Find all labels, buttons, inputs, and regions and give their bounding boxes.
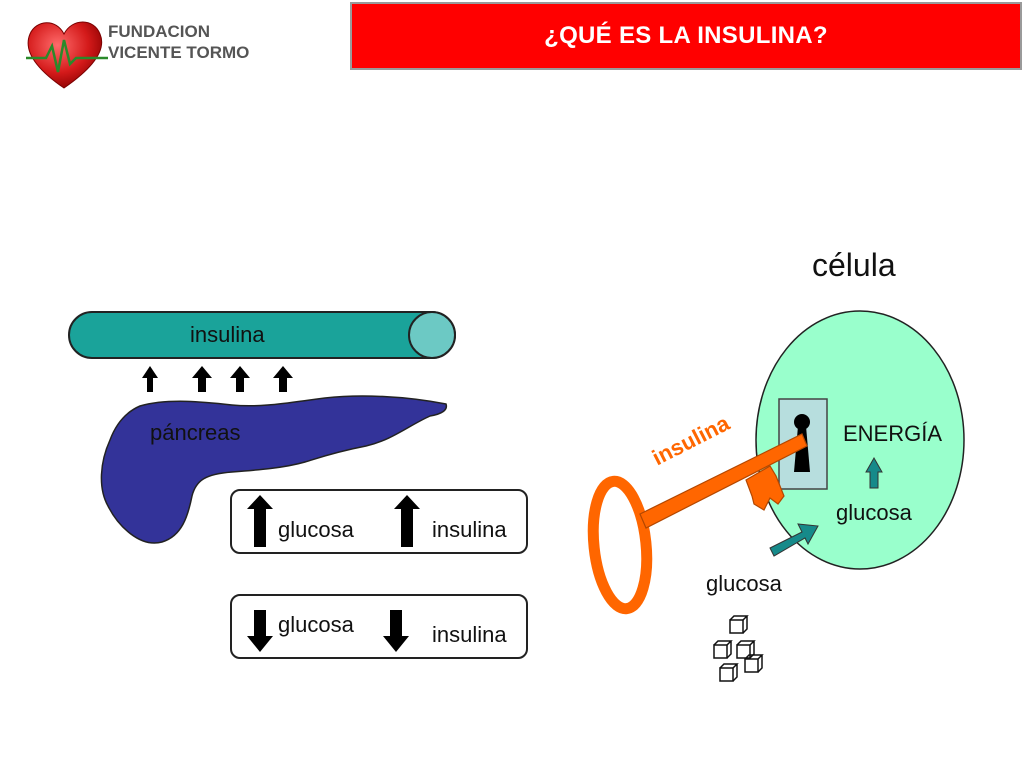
glucose-inside-label: glucosa: [836, 500, 912, 525]
up-arrow-icon: [247, 495, 273, 547]
up-arrow-icon: [394, 495, 420, 547]
glucose-outside-label: glucosa: [706, 571, 782, 596]
logo-line-2: VICENTE TORMO: [108, 43, 250, 62]
sugar-cube-icon: [729, 615, 749, 634]
up-arrow-icon: [192, 366, 212, 392]
up-arrow-icon: [865, 456, 883, 489]
box-high-insulin-label: insulina: [432, 517, 507, 542]
title-bar: ¿QUÉ ES LA INSULINA?: [350, 2, 1022, 70]
sugar-cube-icon: [744, 654, 764, 673]
logo-line-1: FUNDACION: [108, 22, 210, 41]
sugar-cube-icon: [736, 640, 756, 659]
up-arrow-icon: [142, 366, 158, 392]
box-high-arrows: [247, 495, 420, 547]
cell-label: célula: [812, 247, 896, 283]
up-arrow-icon: [230, 366, 250, 392]
tube-label: insulina: [190, 322, 265, 347]
sugar-cubes: [713, 615, 764, 682]
box-low-glucose-label: glucosa: [278, 612, 354, 637]
sugar-cube-icon: [713, 640, 733, 659]
down-arrow-icon: [247, 610, 273, 652]
box-low-arrows: [247, 610, 409, 652]
box-low-glucose: glucosa insulina: [230, 594, 528, 659]
page-title: ¿QUÉ ES LA INSULINA?: [544, 22, 828, 49]
sugar-cube-icon: [719, 663, 739, 682]
cell-shape: [755, 310, 965, 570]
pancreas-label: páncreas: [150, 420, 241, 445]
box-high-glucose: glucosa insulina: [230, 489, 528, 554]
up-arrow-icon: [273, 366, 293, 392]
pancreas-shape: [100, 395, 448, 544]
box-low-insulin-label: insulina: [432, 622, 507, 647]
logo: FUNDACION VICENTE TORMO: [22, 14, 262, 96]
insulin-tube-end: [408, 311, 456, 359]
box-high-glucose-label: glucosa: [278, 517, 354, 542]
energy-label: ENERGÍA: [843, 421, 943, 446]
heart-logo-icon: [26, 21, 108, 89]
entry-arrow-icon: [769, 523, 819, 557]
down-arrow-icon: [383, 610, 409, 652]
key-icon: [587, 433, 808, 615]
secretion-arrows: [142, 366, 293, 392]
